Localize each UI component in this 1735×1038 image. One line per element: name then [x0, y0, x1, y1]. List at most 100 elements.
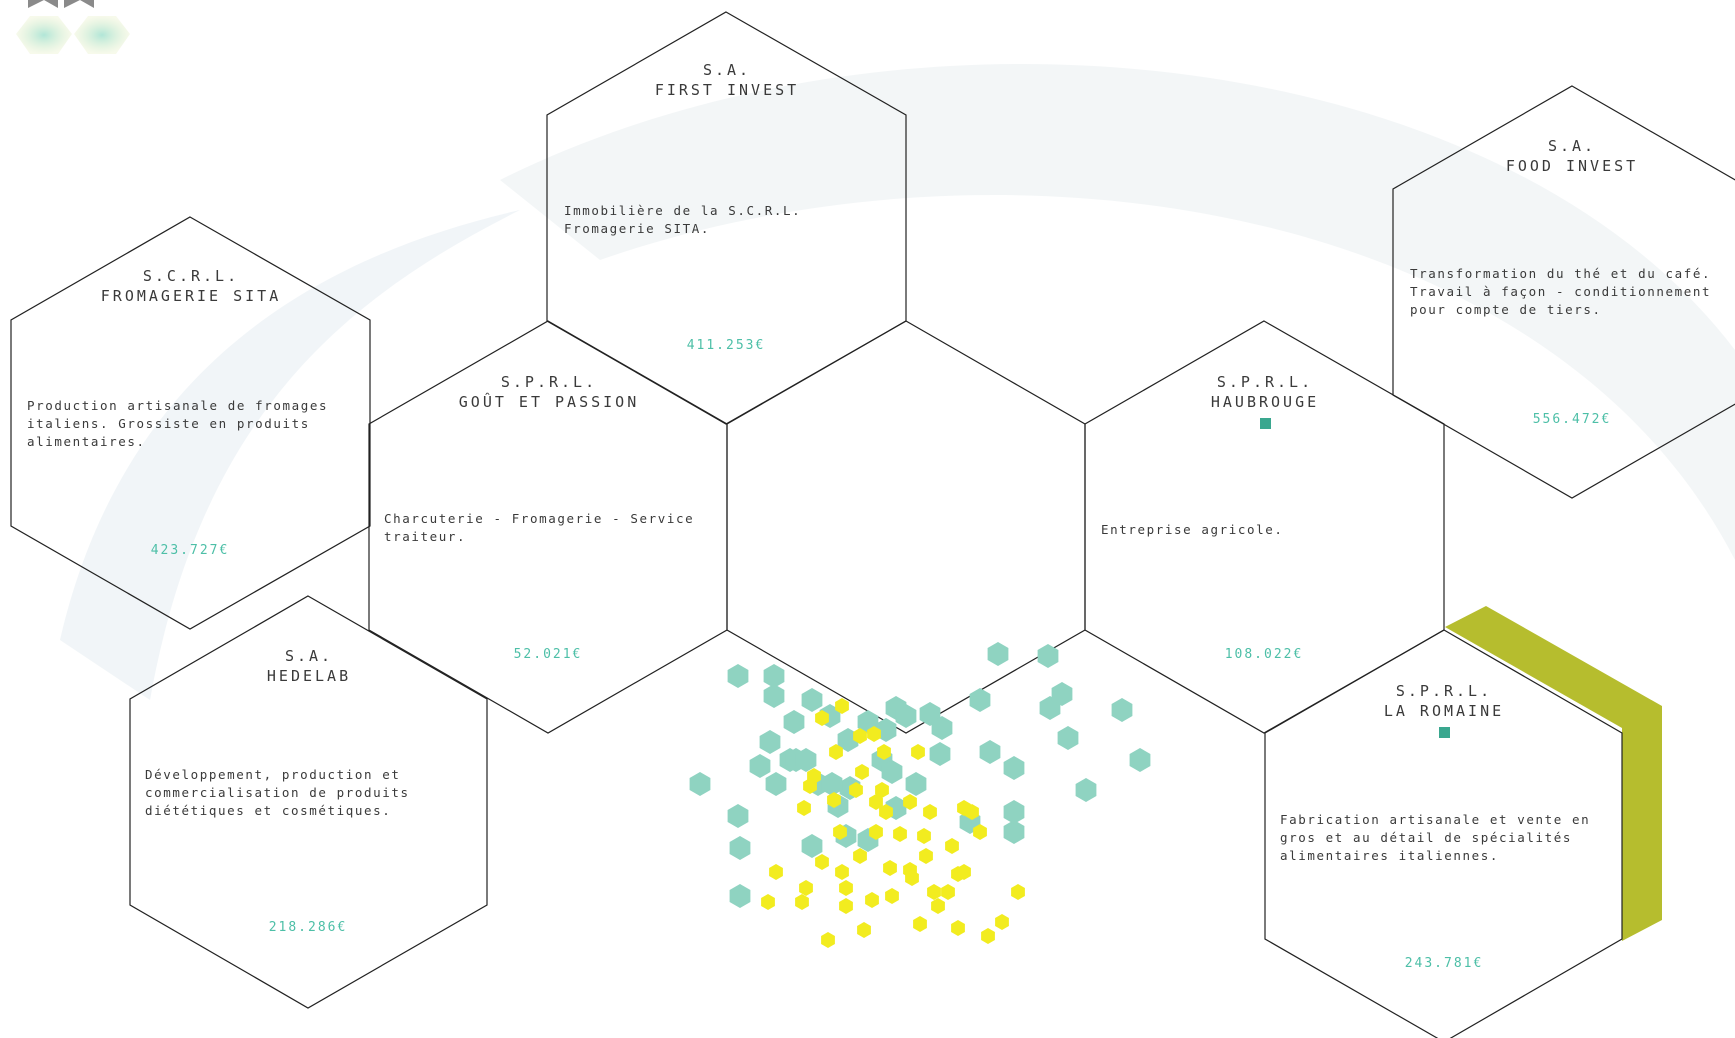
teal-hexagon [1057, 726, 1079, 750]
company-title: S.A.FOOD INVEST [1505, 137, 1639, 175]
teal-hexagon [931, 716, 953, 740]
logo-hexagons [16, 0, 130, 54]
teal-hexagon [1111, 698, 1133, 722]
teal-hexagon [795, 748, 817, 772]
yellow-hexagon [957, 800, 971, 816]
teal-hexagon [1037, 644, 1059, 668]
company-title: S.P.R.L.LA ROMAINE [1383, 682, 1505, 720]
yellow-hexagon [827, 792, 841, 808]
teal-hexagon [727, 804, 749, 828]
yellow-hexagon [829, 744, 843, 760]
background-swirl-2 [60, 210, 520, 700]
olive-accent-band [1445, 606, 1662, 941]
yellow-hexagon [911, 744, 925, 760]
company-title: S.A.FIRST INVEST [654, 61, 800, 99]
company-gout-et-passion: S.P.R.L.GOÛT ET PASSION [369, 372, 729, 412]
company-title: S.A.HEDELAB [266, 647, 352, 685]
yellow-hexagon [893, 826, 907, 842]
company-amount: 411.253€ [686, 338, 766, 353]
yellow-hexagon [867, 726, 881, 742]
yellow-hexagon [875, 782, 889, 798]
yellow-hexagon [917, 828, 931, 844]
teal-hexagon [801, 834, 823, 858]
company-description: Production artisanale de fromages italie… [27, 398, 329, 449]
teal-hexagon [689, 772, 711, 796]
yellow-hexagon [799, 880, 813, 896]
yellow-hexagon [981, 928, 995, 944]
yellow-hexagon [931, 898, 945, 914]
teal-hexagon [1075, 778, 1097, 802]
teal-hexagon [727, 664, 749, 688]
teal-hexagon [1003, 756, 1025, 780]
yellow-hexagon [835, 864, 849, 880]
teal-hexagon [895, 704, 917, 728]
company-first-invest: S.A.FIRST INVEST [547, 60, 907, 100]
teal-hexagon [729, 836, 751, 860]
hexagon-particle-cloud [689, 642, 1151, 948]
teal-hexagon [987, 642, 1009, 666]
yellow-hexagon [869, 824, 883, 840]
teal-hexagon [905, 772, 927, 796]
yellow-hexagon [957, 864, 971, 880]
company-amount: 52.021€ [513, 647, 583, 662]
yellow-hexagon [815, 854, 829, 870]
yellow-hexagon [951, 920, 965, 936]
yellow-hexagon [833, 824, 847, 840]
company-title: S.C.R.L.FROMAGERIE SITA [100, 267, 282, 305]
yellow-hexagon [927, 884, 941, 900]
yellow-hexagon [905, 870, 919, 886]
status-marker [1438, 727, 1450, 738]
teal-hexagon [821, 772, 843, 796]
teal-hexagon [881, 760, 903, 784]
yellow-hexagon [797, 800, 811, 816]
hex-hedelab [129, 595, 488, 1009]
hex-food-invest [1392, 85, 1735, 499]
company-hedelab: S.A.HEDELAB [130, 646, 488, 686]
yellow-hexagon [883, 860, 897, 876]
yellow-hexagon [855, 764, 869, 780]
hex-la-romaine [1264, 629, 1623, 1038]
teal-hexagon [759, 730, 781, 754]
company-description: Transformation du thé et du café. Travai… [1410, 266, 1712, 317]
teal-hexagon [729, 884, 751, 908]
company-haubrouge: S.P.R.L.HAUBROUGE [1085, 372, 1445, 429]
teal-hexagon [763, 684, 785, 708]
company-fromagerie-sita: S.C.R.L.FROMAGERIE SITA [11, 266, 371, 306]
yellow-hexagon [941, 884, 955, 900]
company-food-invest: S.A.FOOD INVEST [1393, 136, 1735, 176]
yellow-hexagon [835, 698, 849, 714]
teal-hexagon [763, 664, 785, 688]
yellow-hexagon [761, 894, 775, 910]
yellow-hexagon [1011, 884, 1025, 900]
yellow-hexagon [849, 782, 863, 798]
teal-hexagon [1003, 820, 1025, 844]
yellow-hexagon [795, 894, 809, 910]
yellow-hexagon [877, 744, 891, 760]
yellow-hexagon [973, 824, 987, 840]
yellow-hexagon [853, 728, 867, 744]
yellow-hexagon [923, 804, 937, 820]
company-amount: 218.286€ [268, 920, 348, 935]
yellow-hexagon [821, 932, 835, 948]
company-title: S.P.R.L.HAUBROUGE [1210, 373, 1320, 411]
teal-hexagon [929, 742, 951, 766]
company-description: Entreprise agricole. [1101, 522, 1284, 537]
company-description: Fabrication artisanale et vente en gros … [1280, 812, 1591, 863]
company-la-romaine: S.P.R.L.LA ROMAINE [1265, 681, 1623, 738]
yellow-hexagon [803, 778, 817, 794]
yellow-hexagon [945, 838, 959, 854]
teal-hexagon [749, 754, 771, 778]
yellow-hexagon [853, 848, 867, 864]
teal-hexagon [801, 688, 823, 712]
company-amount: 423.727€ [150, 543, 230, 558]
company-amount: 243.781€ [1404, 956, 1484, 971]
yellow-hexagon [857, 922, 871, 938]
yellow-hexagon [919, 848, 933, 864]
teal-hexagon [979, 740, 1001, 764]
yellow-hexagon [903, 794, 917, 810]
teal-hexagon [1003, 800, 1025, 824]
teal-hexagon [969, 688, 991, 712]
teal-hexagon [1051, 682, 1073, 706]
yellow-hexagon [865, 892, 879, 908]
